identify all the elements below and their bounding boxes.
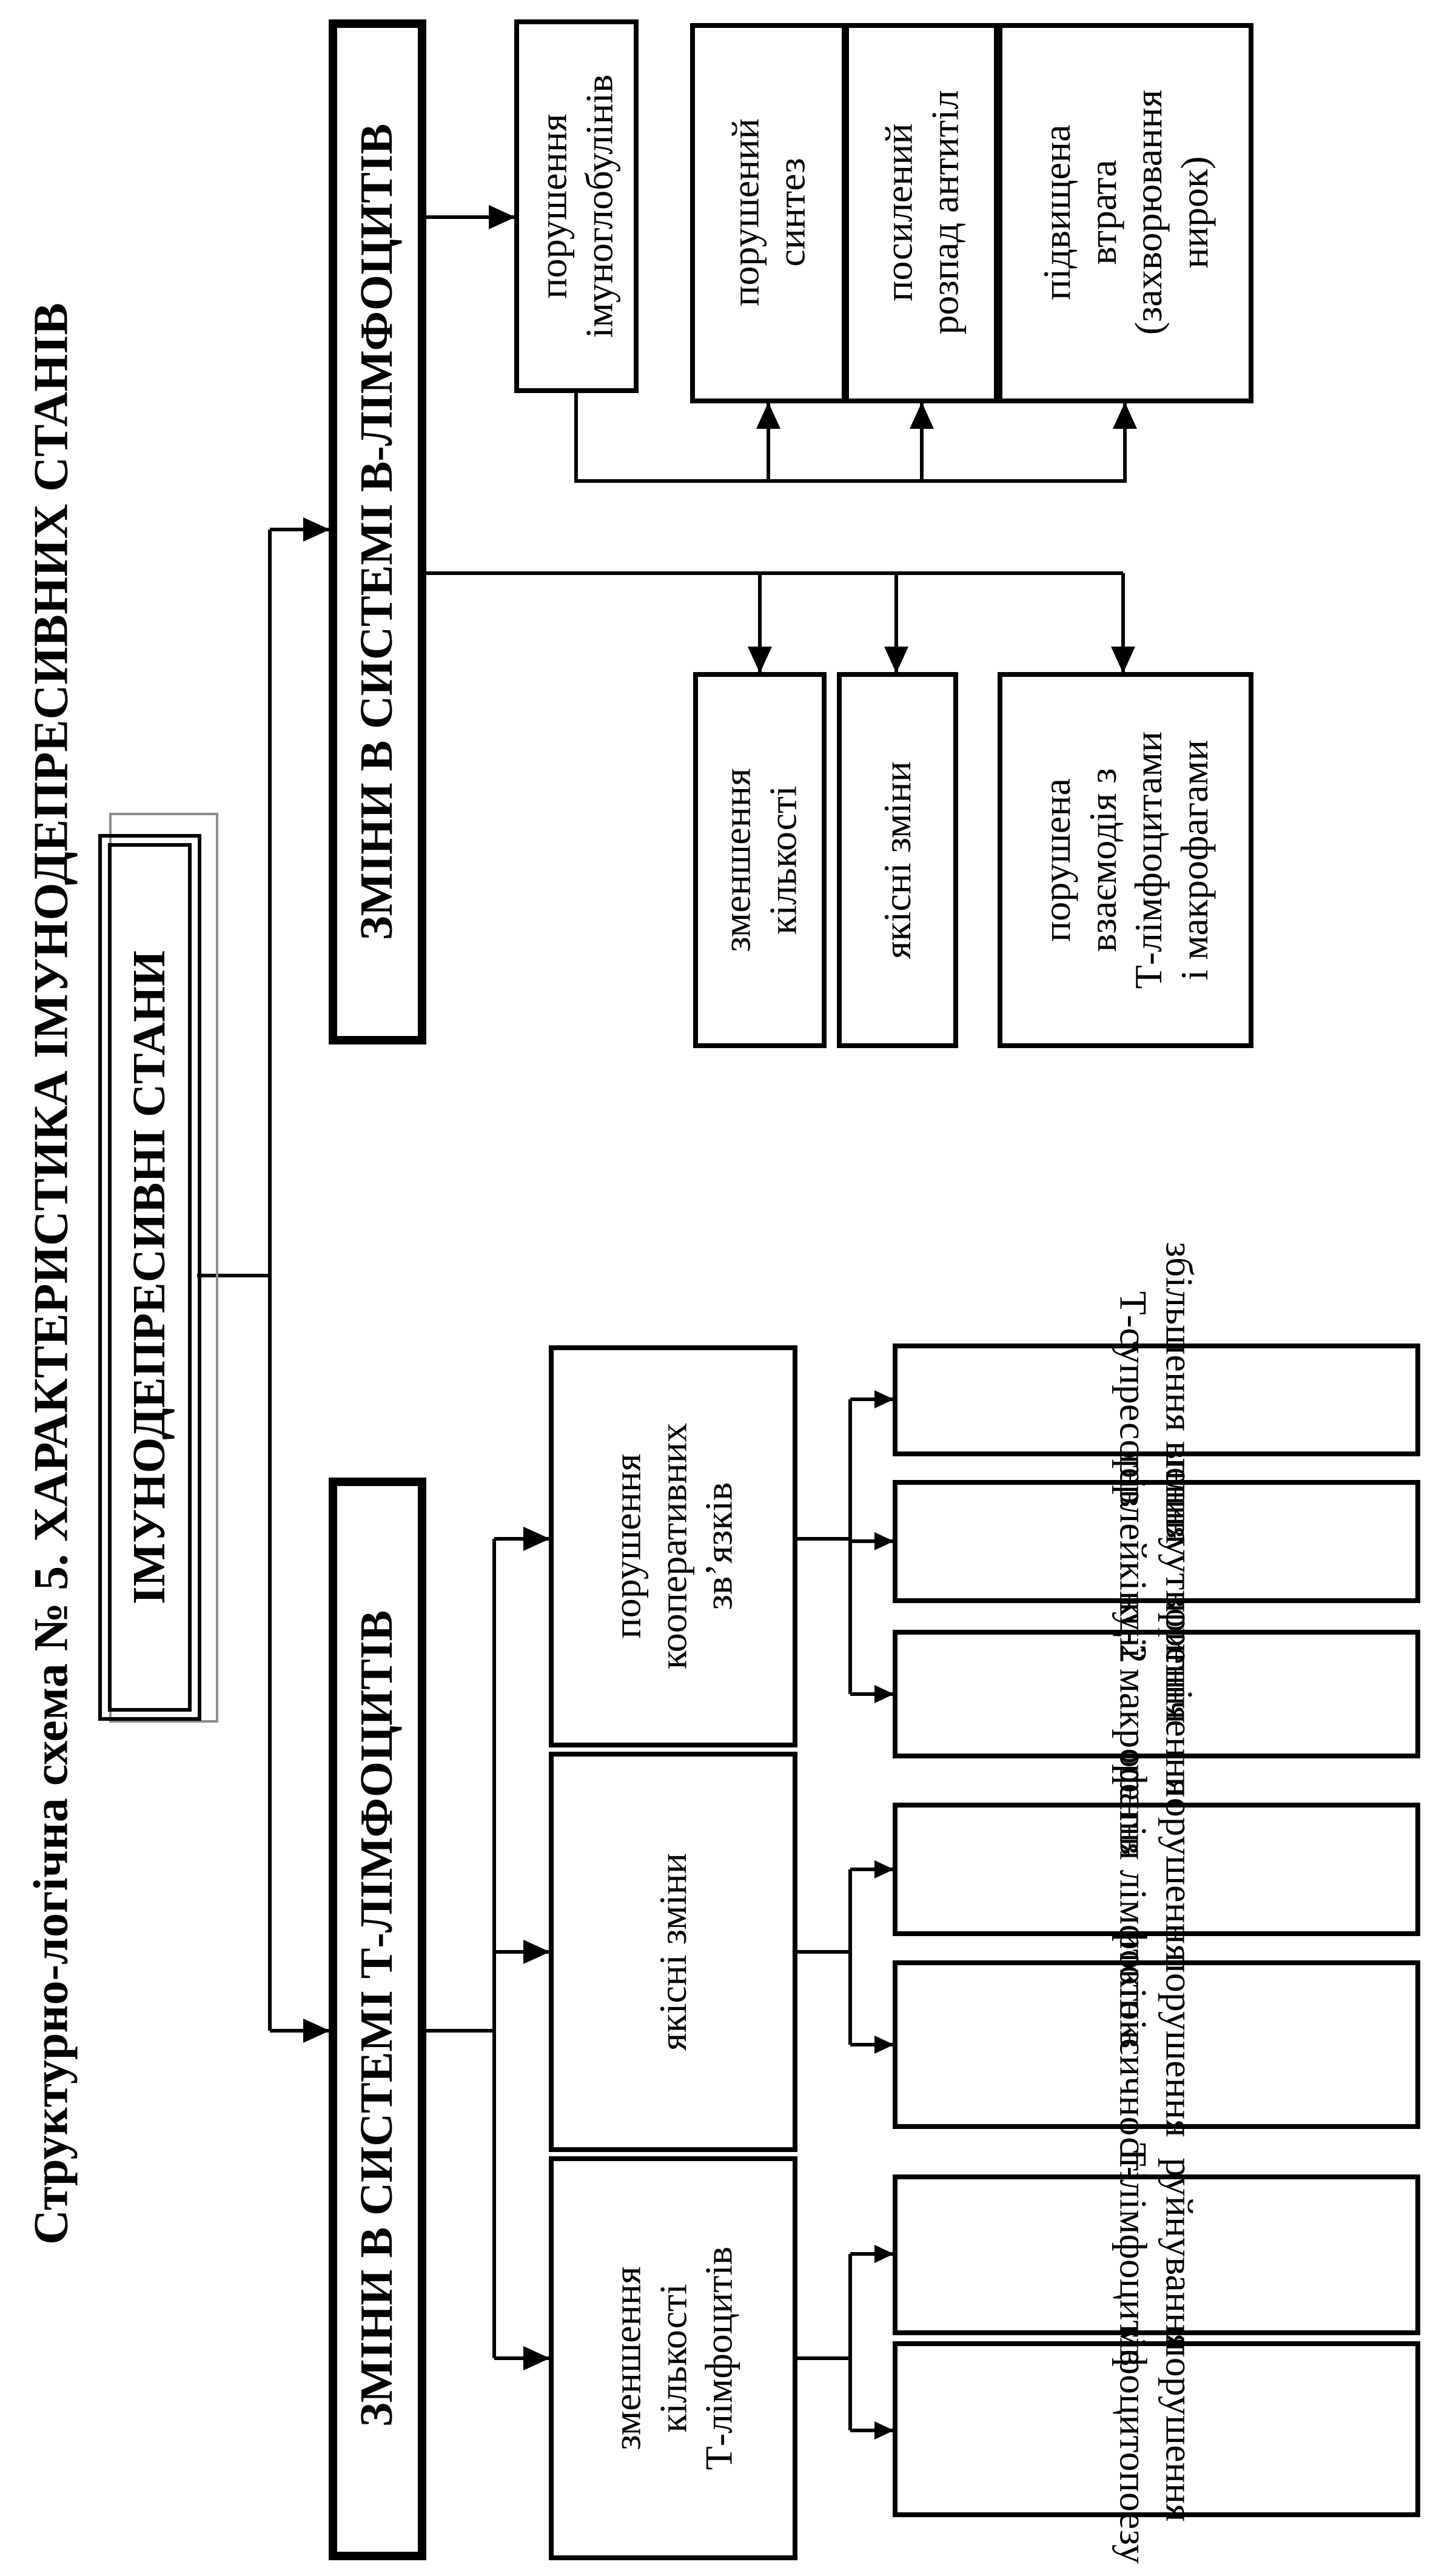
b-branch-label: ЗМІНИ В СИСТЕМІ В-ЛІМФОЦИТІВ [351,123,403,941]
t-detail-suppressors-label: збільшення впливу Т-супресорів [1112,1242,1201,1557]
root-node-inner [108,843,192,1712]
b-item-loss [998,23,1253,403]
t-detail-lymphocytopoiesis [893,2341,1420,2517]
t-detail-interleukin [893,1480,1420,1603]
t-category-quality-label: якісні зміни [651,1853,695,2051]
b-item-synthesis-label: порушений синтез [723,118,813,306]
b-item-quality-label: якісні зміни [876,761,919,959]
t-category-quantity [549,2156,797,2560]
b-branch-node [329,19,426,1044]
b-item-immunoglobulins [514,19,639,393]
caption-title: ХАРАКТЕРИСТИКА ІМУНОДЕПРЕСИВНИХ СТАНІВ [24,303,78,1542]
b-item-decay-label: посилений розпад антитіл [877,90,966,335]
immunoglobulin-bus [574,393,1127,483]
t-detail-cytotoxicity [893,1960,1420,2129]
b-item-immunoglobulins-label: порушення імуноглобулінів [531,74,620,338]
t-category-quantity-label: зменшення кількості Т-лімфоцитів [605,2246,740,2470]
caption-lead: Структурно-логічна схема № 5. [24,1553,78,2245]
b-item-quantity [693,672,827,1048]
t-detail-lymphokines [893,1803,1420,1936]
t-category-quality [549,1752,797,2152]
t-branch-label: ЗМІНИ В СИСТЕМІ Т-ЛІМФОЦИТІВ [351,1610,403,2427]
b-item-interaction-label: порушена взаємодія з Т-лімфоцитами і мак… [1035,731,1216,989]
t-detail-macrophages [893,1630,1420,1758]
t-detail-destruction [893,2174,1420,2335]
t-category-cooperative [549,1345,797,1747]
b-item-interaction [998,672,1253,1048]
root-node [98,834,201,1721]
b-item-quantity-label: зменшення кількості [715,768,804,952]
b-item-decay [844,23,999,403]
t-branch-node [329,1478,426,2560]
b-item-quality [837,672,958,1048]
root-label: ІМУНОДЕПРЕСИВНІ СТАНИ [124,950,175,1605]
b-item-loss-label: підвищена втрата (захворювання нирок) [1035,89,1216,335]
t-category-cooperative-label: порушення кооперативних зв’язків [605,1422,740,1670]
b-item-synthesis [690,23,847,403]
t-detail-suppressors [893,1343,1420,1456]
